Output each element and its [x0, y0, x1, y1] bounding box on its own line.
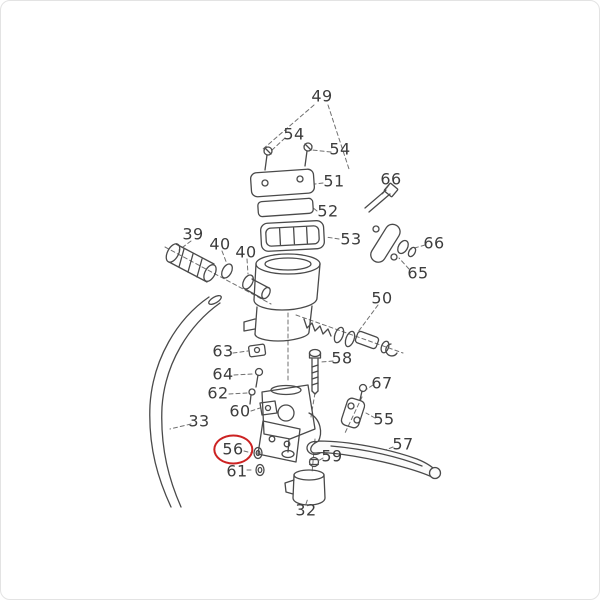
handlebar-grip	[165, 243, 217, 283]
reservoir-cover	[249, 168, 316, 198]
washer-56	[253, 446, 263, 460]
part-label-33: 33	[188, 411, 210, 431]
reservoir-screw	[263, 142, 313, 171]
part-label-56: 56	[222, 439, 244, 459]
screw-64	[254, 367, 264, 388]
bolt-62	[248, 388, 256, 405]
part-label-32: 32	[295, 500, 317, 520]
part-label-60: 60	[229, 401, 251, 421]
part-label-58: 58	[331, 348, 353, 368]
part-label-53: 53	[340, 229, 362, 249]
switch-lever	[370, 223, 401, 263]
part-label-57: 57	[392, 434, 414, 454]
brake-lever	[310, 440, 442, 480]
piston-kit	[303, 318, 398, 357]
part-label-51: 51	[323, 171, 345, 191]
part-label-62: 62	[207, 383, 229, 403]
diaphragm	[260, 220, 325, 252]
part-label-63: 63	[212, 341, 234, 361]
reservoir-body	[243, 253, 321, 342]
part-label-67: 67	[371, 373, 393, 393]
part-label-54: 54	[329, 139, 351, 159]
leader-lines	[169, 104, 426, 505]
part-label-61: 61	[226, 461, 248, 481]
part-label-50: 50	[371, 288, 393, 308]
part-label-66: 66	[380, 169, 402, 189]
part-label-40: 40	[209, 234, 231, 254]
bracket-60	[259, 400, 278, 416]
lever-holder	[284, 469, 326, 506]
part-label-66: 66	[423, 233, 445, 253]
master-cylinder-body	[257, 384, 322, 463]
cable	[149, 294, 222, 508]
part-label-39: 39	[182, 224, 204, 244]
part-label-55: 55	[373, 409, 395, 429]
part-label-40: 40	[235, 242, 257, 262]
nut-59	[308, 456, 320, 468]
clamp-63	[247, 343, 267, 358]
assembly-axes	[164, 246, 404, 474]
part-label-59: 59	[321, 446, 343, 466]
screw-67	[358, 383, 368, 401]
part-label-65: 65	[407, 263, 429, 283]
part-label-52: 52	[317, 201, 339, 221]
part-label-64: 64	[212, 364, 234, 384]
washer-61	[255, 463, 265, 477]
handlebar-tube	[244, 278, 271, 300]
clamp-55	[340, 397, 366, 429]
part-label-49: 49	[311, 86, 333, 106]
part-label-54: 54	[283, 124, 305, 144]
pivot-bolt	[308, 348, 322, 395]
cover-plate	[257, 197, 314, 218]
bolt-66	[364, 182, 417, 258]
